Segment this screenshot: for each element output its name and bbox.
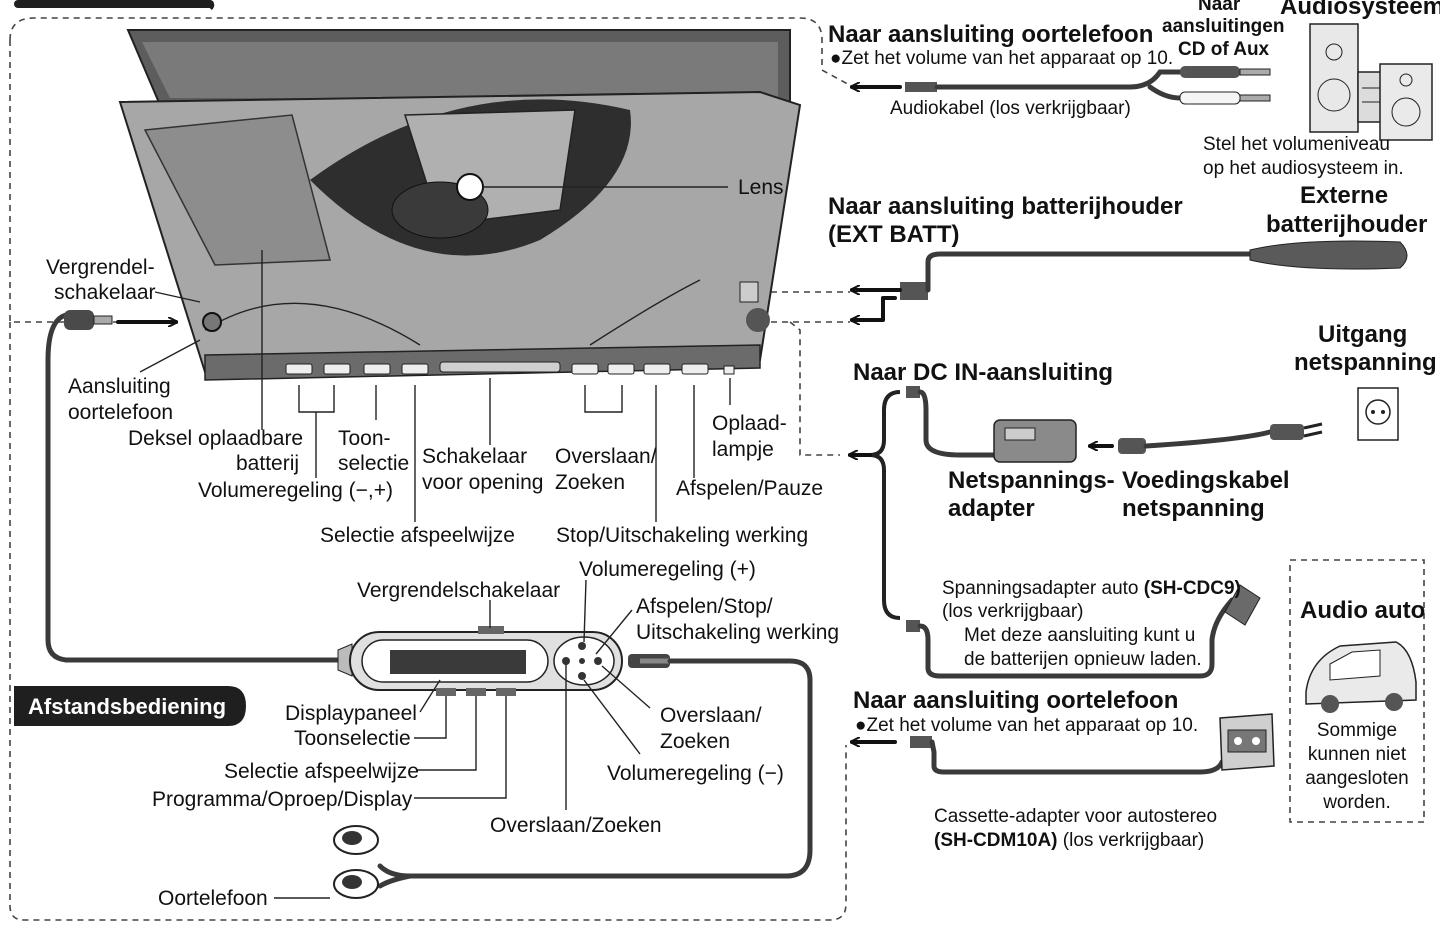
car-note-2: kunnen niet <box>1308 744 1407 765</box>
tone-label-1: Toon- <box>338 427 391 450</box>
audio-cable-label: Audiokabel (los verkrijgbaar) <box>890 98 1131 119</box>
unit-region-left <box>9 40 130 323</box>
ext-batt-jack <box>739 281 759 303</box>
hold-label-2: schakelaar <box>54 281 156 304</box>
lens-label: Lens <box>738 176 784 199</box>
tray-groove-right <box>589 279 701 346</box>
car-note-1: Sommige <box>1317 720 1397 741</box>
car-adapter-note-2: (los verkrijgbaar) <box>942 601 1083 622</box>
set-volume-note-1: Stel het volumeniveau <box>1203 134 1390 155</box>
cd-player-unit <box>118 29 802 381</box>
front-buttons <box>285 361 735 375</box>
to-inputs-heading-2: aansluitingen <box>1162 16 1284 37</box>
dc-dash-link <box>789 321 840 456</box>
ext-battery-heading-1: Externe <box>1300 182 1388 209</box>
external-battery-pack <box>850 240 1408 320</box>
unit-leaders <box>139 186 731 522</box>
ac-cord-heading-1: Voedingskabel <box>1122 467 1290 494</box>
headphone-jack <box>202 312 222 332</box>
skip-label-1: Overslaan/ <box>555 445 657 468</box>
charge-lamp-label-1: Oplaad- <box>712 412 787 435</box>
car-adapter-note-1: Spanningsadapter auto (SH-CDC9) <box>942 578 1241 599</box>
play-mode-label: Selectie afspeelwijze <box>320 524 515 547</box>
remote-tone-label: Toonselectie <box>294 727 411 750</box>
mains-outlet-heading-1: Uitgang <box>1318 321 1407 348</box>
battery-cover-label-1: Deksel oplaadbare <box>128 427 303 450</box>
headphone-plug <box>45 310 178 643</box>
dc-in-heading: Naar DC IN-aansluiting <box>853 359 1113 386</box>
remote-skip-label-1: Overslaan/ <box>660 704 762 727</box>
tone-label-2: selectie <box>338 452 409 475</box>
set-volume-note-2: op het audiosysteem in. <box>1203 158 1404 179</box>
dc-in-branch <box>848 386 1399 679</box>
remote-program-label: Programma/Oproep/Display <box>152 788 413 811</box>
remote-play-stop-label-2: Uitschakeling werking <box>636 621 839 644</box>
car-note-box <box>1289 559 1425 823</box>
volume-note-top: ●Zet het volume van het apparaat op 10. <box>830 48 1173 69</box>
open-switch-label-1: Schakelaar <box>422 445 527 468</box>
to-inputs-heading-1: Naar <box>1198 0 1241 15</box>
remote-volume-minus-label: Volumeregeling (−) <box>607 762 784 785</box>
audio-cable <box>850 66 1271 105</box>
to-battery-heading-2: (EXT BATT) <box>828 221 960 248</box>
tray-groove-left <box>204 302 421 346</box>
skip-label-2: Zoeken <box>555 471 625 494</box>
to-headphone-heading-bottom: Naar aansluiting oortelefoon <box>853 687 1178 714</box>
audio-car-heading: Audio auto <box>1300 597 1425 624</box>
car-adapter-note-4: de batterijen opnieuw laden. <box>964 649 1202 670</box>
play-pause-label: Afspelen/Pauze <box>676 477 823 500</box>
car-note-4: worden. <box>1322 792 1391 813</box>
ac-cord-heading-2: netspanning <box>1122 495 1265 522</box>
remote-badge-label: Afstandsbediening <box>28 694 226 719</box>
to-headphone-heading-top: Naar aansluiting oortelefoon <box>828 21 1153 48</box>
ext-battery-heading-2: batterijhouder <box>1266 211 1427 238</box>
mains-outlet-heading-2: netspanning <box>1294 349 1437 376</box>
dc-in-jack <box>746 308 770 332</box>
cassette-note-1: Cassette-adapter voor autostereo <box>934 806 1217 827</box>
to-battery-heading-1: Naar aansluiting batterijhouder <box>828 193 1183 220</box>
remote-badge: Afstandsbediening <box>14 686 246 726</box>
lid-inner <box>142 42 778 98</box>
to-inputs-heading-3: CD of Aux <box>1178 39 1270 60</box>
charge-lamp-label-2: lampje <box>712 438 774 461</box>
hold-label-1: Vergrendel- <box>46 256 155 279</box>
volume-label: Volumeregeling (−,+) <box>198 479 393 502</box>
unit-region-outline <box>9 17 856 89</box>
remote-play-stop-label-1: Afspelen/Stop/ <box>636 595 773 618</box>
remote-skip-label-2: Zoeken <box>660 730 730 753</box>
lens <box>456 173 484 201</box>
cassette-adapter-branch <box>850 713 1275 775</box>
remote-hold-label: Vergrendelschakelaar <box>357 579 560 602</box>
stop-label: Stop/Uitschakeling werking <box>556 524 808 547</box>
remote-volume-plus-label: Volumeregeling (+) <box>579 558 756 581</box>
battery-cover-label-2: batterij <box>236 452 299 475</box>
headphone-jack-label-1: Aansluiting <box>68 375 171 398</box>
remote-display-label: Displaypaneel <box>285 702 417 725</box>
battery-cover <box>143 114 331 266</box>
cassette-note-2: (SH-CDM10A) (los verkrijgbaar) <box>934 830 1204 851</box>
ac-adapter-heading-2: adapter <box>948 495 1035 522</box>
remote-play-mode-label: Selectie afspeelwijze <box>224 760 419 783</box>
remote-leaders <box>274 579 651 899</box>
headphone-jack-label-2: oortelefoon <box>68 401 173 424</box>
audio-system-heading: Audiosysteem <box>1280 0 1440 20</box>
audio-system <box>1309 23 1433 141</box>
open-switch-label-2: voor opening <box>422 471 543 494</box>
ac-adapter-heading-1: Netspannings- <box>948 467 1115 494</box>
remote-skip-bottom-label: Overslaan/Zoeken <box>490 814 662 837</box>
car-note-3: aangesloten <box>1305 768 1409 789</box>
remote-region-outline <box>9 322 847 921</box>
section-badge-top <box>14 0 214 8</box>
volume-note-bottom: ●Zet het volume van het apparaat op 10. <box>855 715 1198 736</box>
car-icon <box>1305 641 1417 713</box>
earphones-label: Oortelefoon <box>158 887 268 910</box>
car-adapter-note-3: Met deze aansluiting kunt u <box>964 625 1195 646</box>
